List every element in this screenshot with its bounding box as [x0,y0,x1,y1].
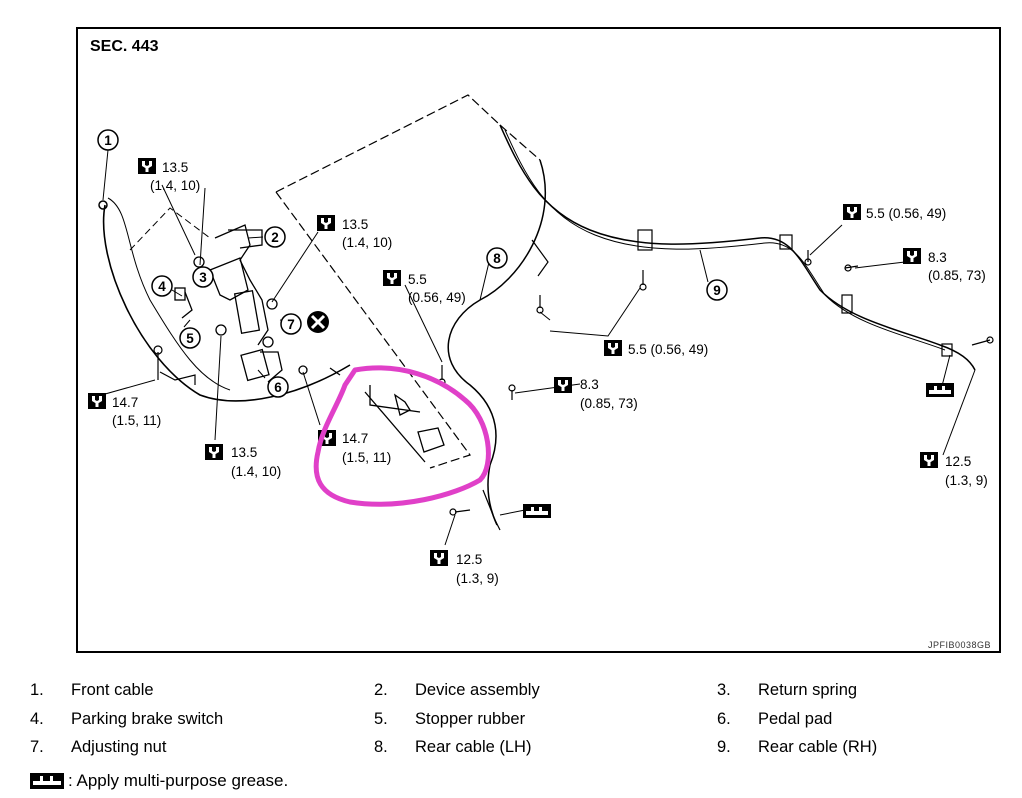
torque-t6-sub: (1.5, 11) [342,450,391,465]
grease-note: : Apply multi-purpose grease. [30,771,288,791]
callout-2: 2 [271,230,279,245]
legend-num: 4. [30,710,44,728]
torque-t7-sub: (0.85, 73) [580,396,638,411]
callout-6: 6 [274,380,282,395]
legend-num: 8. [374,738,388,756]
torque-t8-value: 5.5 (0.56, 49) [628,342,708,357]
torque-t10-sub: (0.85, 73) [928,268,986,283]
torque-t6-value: 14.7 [342,431,368,446]
legend-label: Stopper rubber [415,710,526,728]
legend-label: Return spring [758,681,858,699]
torque-t10-value: 8.3 [928,250,947,265]
callout-9: 9 [713,283,721,298]
grease-icon [30,773,64,789]
legend-num: 5. [374,710,388,728]
legend-label: Adjusting nut [71,738,167,756]
legend-num: 3. [717,681,731,699]
legend-num: 7. [30,738,44,756]
torque-t12-value: 12.5 [456,552,482,567]
device-assembly [174,224,283,383]
legend-label: Pedal pad [758,710,833,728]
torque-t5-sub: (1.4, 10) [231,464,281,479]
torque-t2-sub: (1.4, 10) [342,235,392,250]
legend-label: Parking brake switch [71,710,224,728]
highlight-circle [313,365,491,507]
torque-t4-value: 14.7 [112,395,138,410]
grease-note-text: : Apply multi-purpose grease. [68,771,289,790]
section-title: SEC. 443 [90,38,159,55]
callout-5: 5 [186,331,194,346]
torque-t11-value: 12.5 [945,454,971,469]
legend-num: 2. [374,681,388,699]
legend-num: 9. [717,738,731,756]
figure-code: JPFIB0038GB [928,640,992,650]
callout-7: 7 [287,317,295,332]
diagram-frame [76,27,1001,653]
legend-num: 6. [717,710,731,728]
torque-t2-value: 13.5 [342,217,368,232]
torque-t3-value: 5.5 [408,272,427,287]
callout-1: 1 [104,133,112,148]
callout-8: 8 [493,251,501,266]
legend-label: Device assembly [415,681,540,699]
torque-t12-sub: (1.3, 9) [456,571,499,586]
callout-3: 3 [199,270,207,285]
torque-t7-value: 8.3 [580,377,599,392]
torque-t5-value: 13.5 [231,445,257,460]
torque-t4-sub: (1.5, 11) [112,413,161,428]
callout-4: 4 [158,279,166,294]
rear-cable-lh [447,159,546,526]
torque-t11-sub: (1.3, 9) [945,473,988,488]
torque-t9-value: 5.5 (0.56, 49) [866,206,946,221]
torque-t1-sub: (1.4, 10) [150,178,200,193]
front-cable-inner [107,197,231,391]
front-cable [102,204,351,402]
legend-num: 1. [30,681,44,699]
torque-t1-value: 13.5 [162,160,188,175]
torque-t3-sub: (0.56, 49) [408,290,466,305]
legend-label: Front cable [71,681,154,699]
legend-label: Rear cable (LH) [415,738,532,756]
legend-label: Rear cable (RH) [758,738,878,756]
